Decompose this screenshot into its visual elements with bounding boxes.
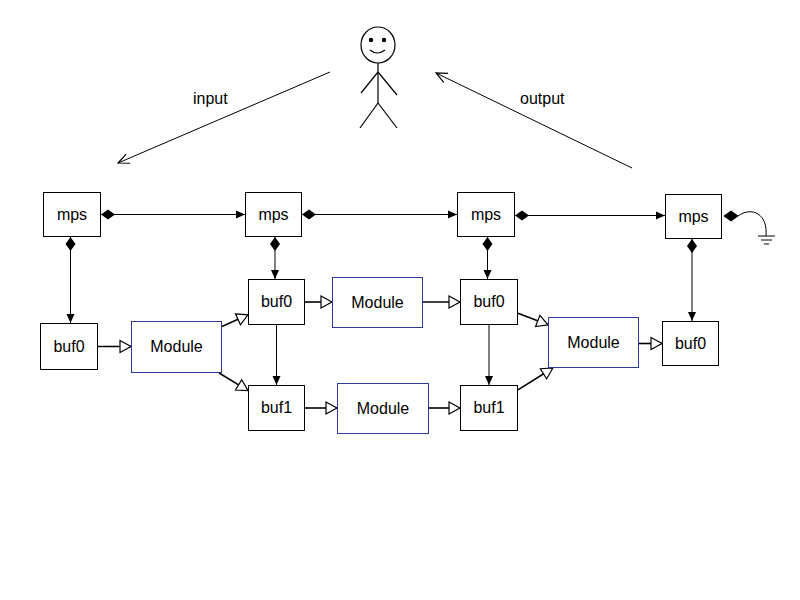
buffer-box: buf0 — [460, 279, 518, 325]
node-label: mps — [258, 205, 288, 224]
node-label: Module — [351, 293, 403, 312]
composition-connector — [70, 237, 71, 323]
dataflow-arrow — [98, 346, 131, 348]
mps-box: mps — [43, 192, 101, 237]
input-arrow — [118, 72, 330, 163]
input-label: input — [193, 89, 228, 108]
dataflow-arrow — [518, 368, 553, 390]
node-label: buf0 — [473, 292, 504, 311]
node-label: buf1 — [473, 398, 504, 417]
buffer-link — [489, 325, 490, 385]
buffer-box: buf0 — [248, 279, 305, 325]
ground-symbol — [724, 211, 775, 244]
dataflow-arrow — [305, 301, 332, 303]
node-label: Module — [150, 337, 202, 356]
module-box: Module — [337, 383, 429, 434]
composition-connector — [487, 237, 488, 279]
mps-box: mps — [665, 194, 722, 239]
node-label: buf1 — [261, 398, 292, 417]
node-label: Module — [357, 399, 409, 418]
buffer-box: buf0 — [662, 321, 719, 366]
dataflow-arrow — [518, 313, 548, 325]
buffer-link — [276, 325, 277, 385]
module-box: Module — [332, 277, 423, 328]
dataflow-arrow — [429, 407, 460, 409]
buffer-box: buf0 — [40, 323, 98, 370]
composition-connector — [275, 237, 276, 279]
node-label: mps — [471, 205, 501, 224]
dataflow-arrow — [219, 373, 248, 391]
dataflow-arrow — [639, 343, 662, 345]
user-figure — [360, 27, 397, 128]
module-box: Module — [131, 321, 222, 373]
node-label: Module — [567, 333, 619, 352]
output-label: output — [520, 89, 564, 108]
node-label: buf0 — [53, 337, 84, 356]
composition-connector — [101, 214, 245, 215]
buffer-box: buf1 — [460, 385, 518, 431]
dataflow-arrow — [305, 407, 337, 409]
module-box: Module — [548, 317, 639, 368]
mps-box: mps — [245, 192, 302, 237]
buffer-box: buf1 — [248, 385, 305, 431]
mps-box: mps — [457, 192, 515, 237]
node-label: buf0 — [675, 334, 706, 353]
node-label: mps — [57, 205, 87, 224]
composition-connector — [515, 215, 665, 216]
dataflow-arrow — [222, 315, 248, 327]
node-label: buf0 — [261, 292, 292, 311]
output-arrow — [436, 73, 632, 168]
composition-connector — [302, 214, 457, 215]
node-label: mps — [678, 207, 708, 226]
composition-connector — [692, 239, 693, 321]
dataflow-arrow — [423, 301, 460, 303]
